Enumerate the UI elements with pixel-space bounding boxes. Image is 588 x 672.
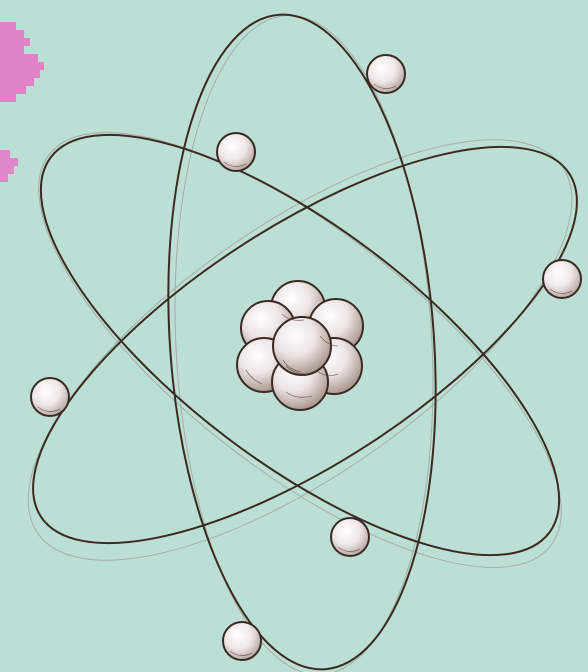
electron — [217, 133, 255, 171]
electron — [31, 378, 69, 416]
electron — [331, 518, 369, 556]
electron — [223, 622, 261, 660]
electron — [367, 55, 405, 93]
electron — [543, 260, 581, 298]
nucleus — [237, 281, 363, 410]
pixel-heart-decoration — [0, 22, 44, 102]
pixel-heart-decoration — [0, 150, 18, 182]
nucleus-particle — [273, 317, 331, 375]
